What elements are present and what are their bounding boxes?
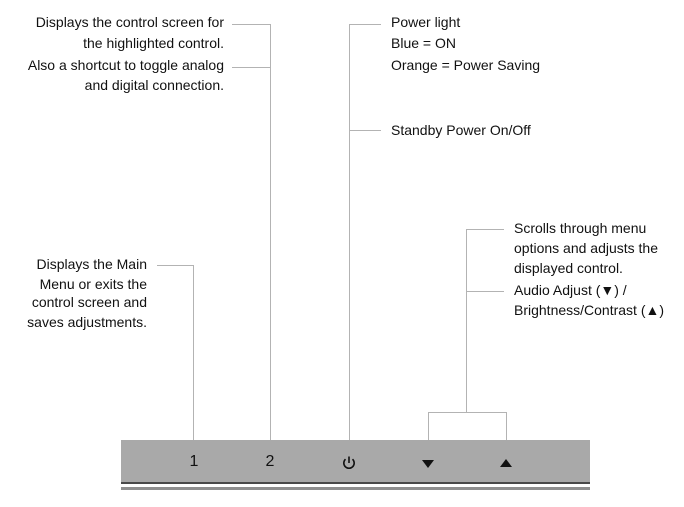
leader-line-power-light-h [349,24,381,25]
audio-annotation-line1: Audio Adjust (▼) / [514,282,627,298]
leader-line-button2-v [270,24,271,440]
leader-line-scrolls-h [466,229,504,230]
control-screen-annotation-line2: the highlighted control. [83,35,224,51]
leader-line-bracket-right [506,412,507,440]
leader-line-bracket-left [428,412,429,440]
control-screen-annotation-line1: Displays the control screen for [35,14,224,30]
control-panel [121,440,590,482]
button-1[interactable]: 1 [189,453,199,470]
control-panel-edge-lower [121,487,590,490]
power-icon[interactable] [341,455,357,471]
leader-line-main-menu-v [193,265,194,440]
main-menu-annotation-line2: Menu or exits the [39,276,147,292]
shortcut-annotation-line1: Also a shortcut to toggle analog [27,57,224,73]
leader-line-shortcut-h [232,67,270,68]
leader-line-bracket-h [428,412,507,413]
power-light-blue: Blue = ON [391,35,456,51]
leader-line-power-v [349,24,350,440]
up-arrow-icon[interactable] [500,458,512,468]
button-2[interactable]: 2 [265,453,275,470]
standby-annotation: Standby Power On/Off [391,122,531,138]
main-menu-annotation-line1: Displays the Main [36,256,148,272]
leader-line-standby-h [349,130,381,131]
shortcut-annotation-line2: and digital connection. [84,77,224,93]
scrolls-annotation-line1: Scrolls through menu [514,220,647,236]
scrolls-annotation-line2: options and adjusts the [514,240,658,256]
leader-line-audio-h [466,291,504,292]
main-menu-annotation-line4: saves adjustments. [27,314,147,330]
power-light-orange: Orange = Power Saving [391,57,541,73]
scrolls-annotation-line3: displayed control. [514,260,623,276]
audio-annotation-line2: Brightness/Contrast (▲) [514,302,665,318]
power-light-title: Power light [391,14,461,30]
leader-line-arrows-v [466,229,467,412]
down-arrow-icon[interactable] [422,459,434,469]
main-menu-annotation-line3: control screen and [31,294,147,310]
leader-line-control-screen-h [232,24,270,25]
leader-line-main-menu-h [157,265,193,266]
control-panel-edge [121,482,590,484]
